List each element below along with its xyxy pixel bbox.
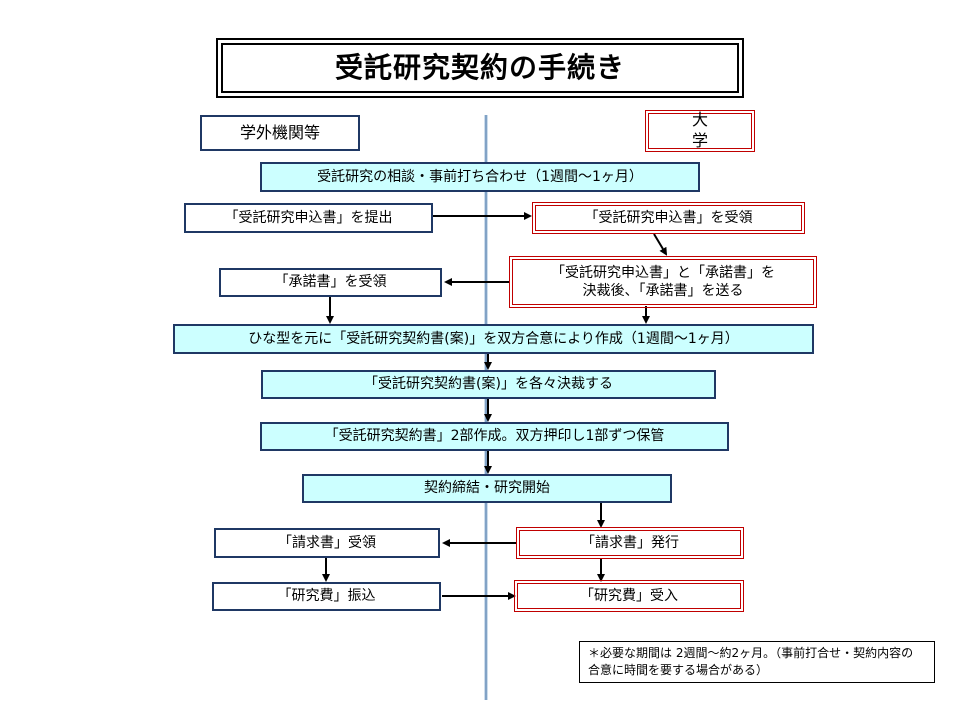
approve-line-2: 決裁後、「承諾書」を送る: [582, 283, 744, 299]
note-line-2: 合意に時間を要する場合がある）: [588, 663, 769, 677]
step-receive-consent: 「承諾書」を受領: [219, 268, 442, 297]
step-receive-application: 「受託研究申込書」を受領: [532, 202, 805, 234]
step-invoice-receive: 「請求書」受領: [214, 528, 440, 558]
step-sign-contract: 「受託研究契約書」2部作成。双方押印し1部ずつ保管: [260, 422, 729, 451]
note-line-1: ＊必要な期間は 2週間～約2ヶ月。（事前打合せ・契約内容の: [588, 646, 914, 661]
step-invoice-issue: 「請求書」発行: [516, 527, 744, 559]
step-pay-research-fee: 「研究費」振込: [212, 582, 441, 611]
lane-header-university: 大 学: [645, 110, 755, 152]
page-title-frame: 受託研究契約の手続き: [216, 38, 744, 98]
step-draft-contract: ひな型を元に「受託研究契約書(案)」を双方合意により作成（1週間～1ヶ月）: [173, 324, 814, 354]
step-contract-start: 契約締結・研究開始: [302, 474, 672, 503]
approve-line-1: 「受託研究申込書」と「承諾書」を: [551, 264, 775, 281]
step-submit-application: 「受託研究申込書」を提出: [184, 203, 433, 233]
page-title: 受託研究契約の手続き: [221, 43, 739, 93]
arrow-receive-to-approve: [653, 233, 668, 256]
step-consult: 受託研究の相談・事前打ち合わせ（1週間～1ヶ月）: [260, 162, 700, 192]
step-each-approve: 「受託研究契約書(案)」を各々決裁する: [261, 370, 716, 399]
lane-header-external: 学外機関等: [200, 115, 360, 151]
step-approve-and-send: 「受託研究申込書」と「承諾書」を 決裁後、「承諾書」を送る: [509, 256, 817, 308]
duration-note: ＊必要な期間は 2週間～約2ヶ月。（事前打合せ・契約内容の 合意に時間を要する場…: [579, 641, 935, 683]
step-accept-research-fee: 「研究費」受入: [514, 580, 744, 612]
